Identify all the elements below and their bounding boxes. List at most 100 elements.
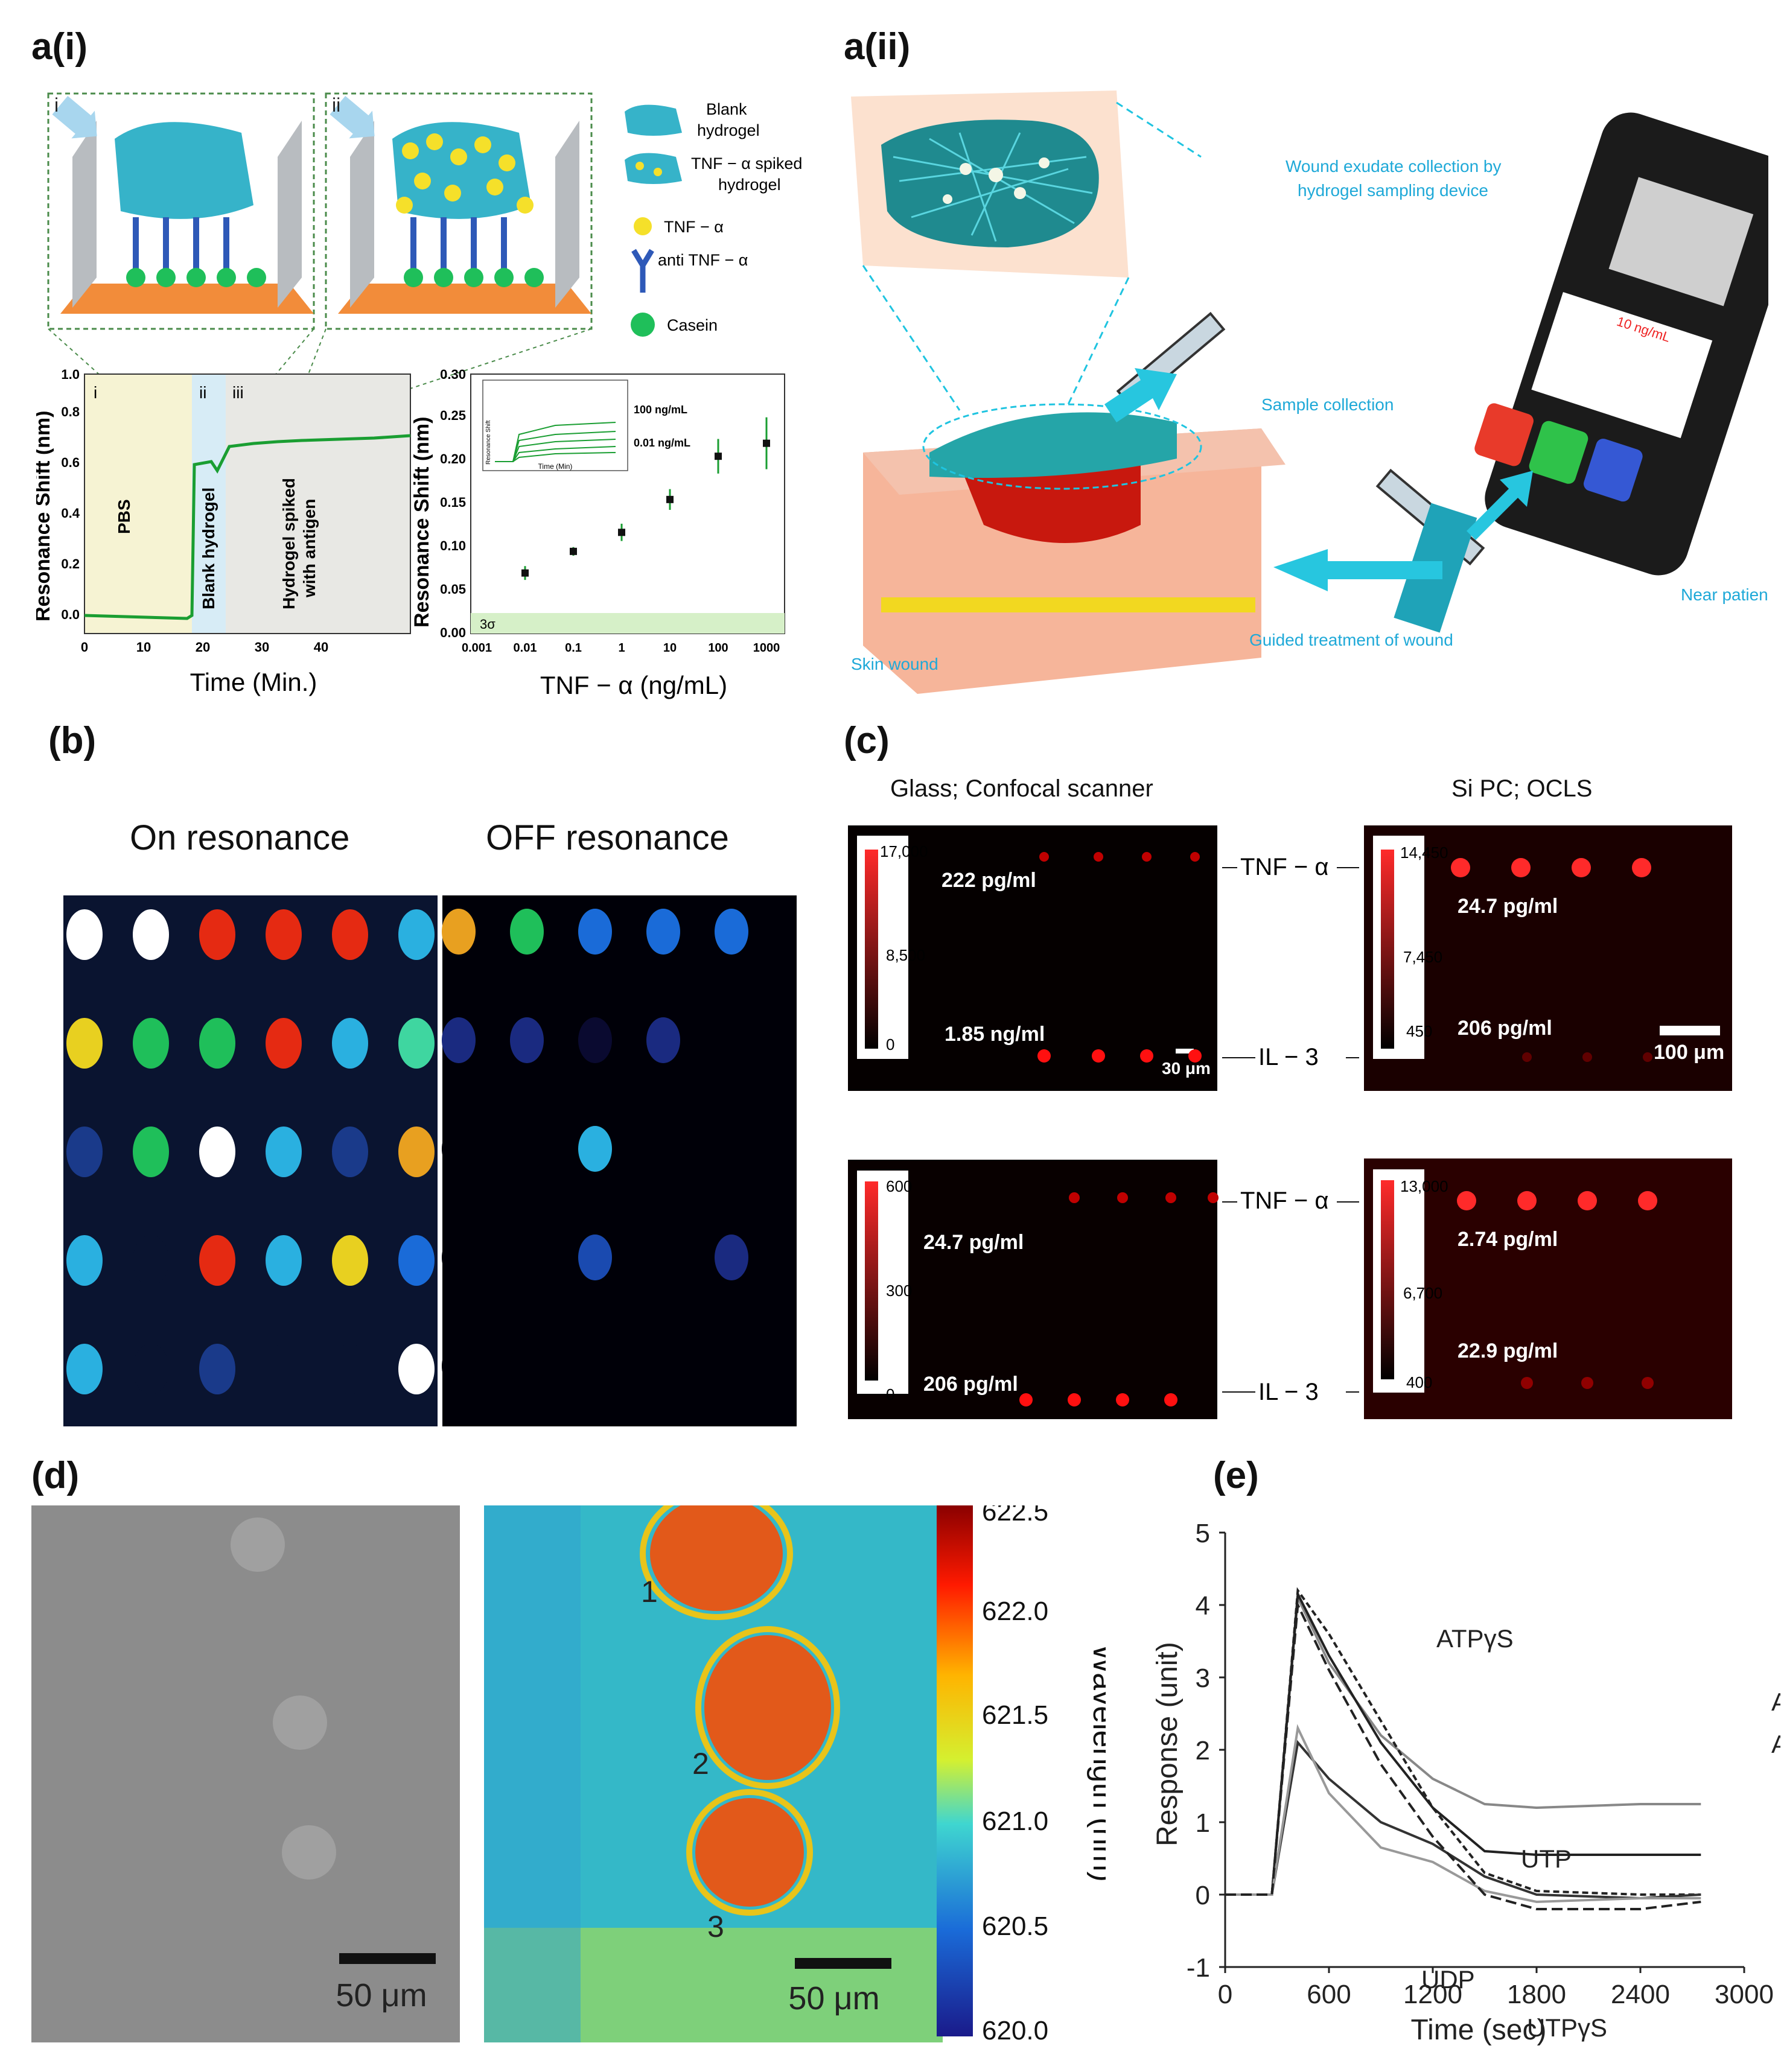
legend-blank-2: hydrogel	[697, 121, 760, 139]
c-spot	[1517, 1191, 1537, 1210]
b-off-spot	[510, 1343, 544, 1389]
c1-top: 222 pg/ml	[941, 869, 1036, 892]
right-ylabel: Resonance Shift (nm)	[410, 417, 433, 628]
c-img3	[848, 1160, 1217, 1419]
scatter-point	[521, 569, 529, 577]
inset-100: 100 ng/mL	[634, 404, 687, 416]
b-off-label: OFF resonance	[486, 818, 729, 857]
b-on-spot	[133, 1235, 169, 1286]
e-xtick-label: 0	[1218, 1980, 1232, 2009]
b-off-spot	[510, 1235, 544, 1280]
c-row-il3-2: IL − 3	[1258, 1379, 1319, 1405]
c4-scale-mid: 6,700	[1403, 1284, 1442, 1302]
c-img2	[1364, 825, 1732, 1091]
inset-ii-schematic: ii	[325, 92, 593, 330]
b-on-spot	[133, 1344, 169, 1394]
c4-scale-min: 400	[1406, 1373, 1432, 1391]
xtick: 20	[196, 640, 210, 655]
b-off-spot	[578, 1235, 612, 1280]
b-off-spot	[510, 1017, 544, 1063]
b-dots	[66, 909, 748, 1394]
e-ytick-label: 3	[1196, 1664, 1210, 1693]
b-off-spot	[715, 1343, 748, 1389]
b-on-spot	[199, 909, 235, 960]
legend-blank-1: Blank	[706, 100, 747, 118]
ai-right-chart: 3σ 100 ng/mL 0.01 ng/mL Time (Min) Reson…	[410, 367, 785, 699]
b-on-spot	[332, 1127, 368, 1177]
ytick: 0.15	[440, 495, 466, 510]
b-on-spot	[133, 1127, 169, 1177]
e-ytick-label: -1	[1187, 1953, 1210, 1983]
legend-anti: anti TNF − α	[658, 251, 748, 269]
c4-top: 2.74 pg/ml	[1458, 1228, 1558, 1251]
e-series-label: UTP	[1521, 1845, 1572, 1873]
ytick: 0.25	[440, 408, 466, 423]
xtick: 0	[81, 640, 88, 655]
b-off-spot	[715, 1017, 748, 1063]
b-on-spot	[266, 1018, 302, 1069]
c3-scale-mid: 300	[886, 1282, 912, 1300]
ytick: 0.2	[61, 556, 80, 571]
ytick: 0.30	[440, 367, 466, 382]
c-spot	[1578, 1191, 1597, 1210]
b-on-spot	[266, 1344, 302, 1394]
inset-i-label: i	[54, 94, 59, 116]
c-spot	[1521, 1377, 1533, 1389]
b-on-spot	[332, 1018, 368, 1069]
ytick: 0.10	[440, 538, 466, 553]
b-on-spot	[398, 1344, 435, 1394]
inset-001: 0.01 ng/mL	[634, 437, 690, 449]
b-on-spot	[199, 1018, 235, 1069]
c1-bottom: 1.85 ng/ml	[945, 1023, 1045, 1046]
e-xlabel: Time (sec)	[1411, 2014, 1547, 2046]
aii-sample: Sample collection	[1261, 395, 1394, 414]
c4-scale-max: 13,000	[1400, 1177, 1448, 1195]
b-off-spot	[646, 1017, 680, 1063]
e-series-label: UTPγS	[1527, 2013, 1607, 2042]
cbar-tick: 620.5	[982, 1912, 1048, 1941]
region-label-i: i	[94, 383, 97, 402]
b-on-spot	[133, 1018, 169, 1069]
c2-top: 24.7 pg/ml	[1458, 895, 1558, 918]
c-spot	[1116, 1393, 1129, 1406]
legend-tnf: TNF − α	[664, 218, 724, 236]
b-off-spot	[715, 909, 748, 955]
c-row-tnf-2: TNF − α	[1240, 1187, 1328, 1214]
e-series	[1225, 1587, 1701, 1910]
b-on-image	[63, 895, 438, 1426]
xtick: 100	[708, 641, 728, 655]
c-img4	[1364, 1158, 1732, 1419]
b-on-spot	[66, 1235, 103, 1286]
c-spot	[1511, 858, 1531, 877]
left-xlabel: Time (Min.)	[190, 668, 317, 696]
b-off-spot	[578, 1017, 612, 1063]
region-blank: Blank hydrogel	[199, 488, 218, 609]
c-img1	[848, 825, 1217, 1091]
c-spot	[1642, 1377, 1654, 1389]
b-on-spot	[398, 1127, 435, 1177]
b-images	[63, 895, 797, 1426]
xtick: 1000	[753, 641, 780, 655]
b-on-spot	[398, 909, 435, 960]
inset-i-schematic: i	[47, 92, 315, 330]
b-on-spot	[199, 1344, 235, 1394]
e-series-label: UDP	[1421, 1965, 1475, 1994]
d-scale-right: 50 μm	[788, 1980, 879, 2016]
c-spot	[1572, 858, 1591, 877]
region-label-iii: iii	[232, 383, 244, 402]
panel-label-e: (e)	[1213, 1455, 1259, 1496]
ytick: 0.00	[440, 625, 466, 640]
c-spot	[1638, 1191, 1657, 1210]
c-spot	[1039, 852, 1049, 862]
c1-scale-min: 0	[886, 1035, 894, 1053]
cbar-tick: 622.5	[982, 1505, 1048, 1527]
c2-scale-max: 14,450	[1400, 844, 1448, 862]
aii-exudate-1: Wound exudate collection by	[1286, 157, 1502, 176]
b-off-spot	[646, 1235, 680, 1280]
c3-top: 24.7 pg/ml	[923, 1231, 1024, 1254]
d-colorbar	[937, 1505, 973, 2036]
d-cell-1: 1	[641, 1575, 658, 1609]
c1-scale-max: 17,000	[880, 842, 928, 860]
